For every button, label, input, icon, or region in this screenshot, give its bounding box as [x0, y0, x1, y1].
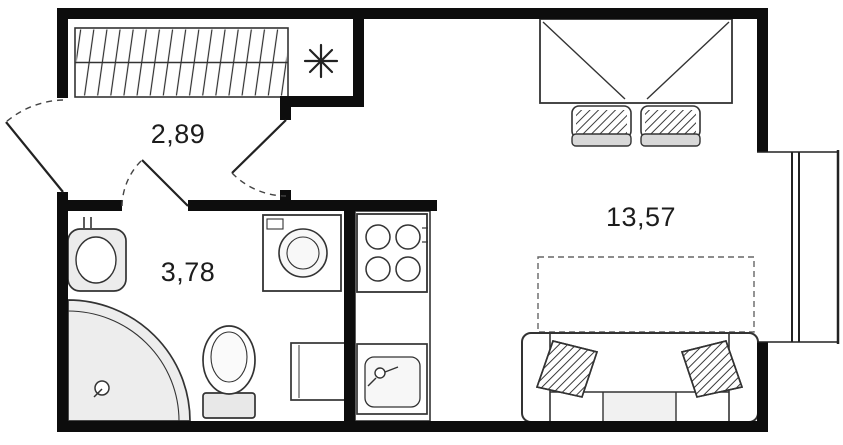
hallway-door-swing-arc — [231, 172, 287, 197]
washing-machine — [262, 214, 342, 292]
sofa-pillow-right-hatch — [680, 340, 744, 398]
shower-tray — [67, 299, 191, 422]
bathroom-door — [121, 159, 189, 207]
cabinet-body — [290, 342, 349, 401]
utility-star-icon — [303, 43, 339, 79]
sofa-middle-cushion — [603, 392, 676, 421]
dining-set — [539, 18, 733, 147]
kitchen-faucet-handle — [367, 377, 377, 387]
burner — [365, 256, 391, 282]
kitchen-counter — [354, 210, 431, 422]
walls — [57, 8, 768, 432]
shower-inner-line — [67, 310, 180, 422]
sofa-pillow-left-hatch — [535, 340, 599, 398]
table-diagonal-left — [542, 21, 626, 100]
chair — [571, 105, 632, 147]
wardrobe — [74, 27, 289, 98]
bathroom-cabinet — [290, 342, 349, 401]
wall-bathroom-right — [344, 211, 355, 421]
sink-basin — [75, 236, 117, 284]
washer-door-inner — [286, 236, 320, 270]
hallway-door-leaf — [231, 119, 287, 174]
burner — [395, 256, 421, 282]
bed-outline-dashed — [537, 256, 755, 333]
wall-bottom — [57, 421, 768, 432]
kitchen-faucet — [374, 367, 386, 379]
entrance-door-leaf — [5, 121, 64, 193]
wall-right-upper — [757, 8, 768, 152]
toilet-bowl-inner — [210, 331, 248, 383]
washer-door — [278, 228, 328, 278]
balcony-window — [757, 150, 840, 344]
bathroom-door-swing-arc — [121, 159, 143, 207]
stove — [356, 213, 428, 293]
living-kitchen-area-label: 13,57 — [606, 202, 676, 232]
wall-hall-partition-lower — [280, 190, 291, 211]
sofa — [521, 332, 759, 423]
wall-bathroom-top-right — [188, 200, 437, 211]
wall-bathroom-top-left — [68, 200, 122, 211]
wall-left-lower — [57, 192, 68, 432]
entrance-door — [5, 99, 64, 193]
corner-shower — [67, 299, 191, 422]
kitchen-faucet-spout — [384, 366, 399, 373]
bathroom-area-label: 3,78 — [161, 257, 216, 287]
hallway-area-label: 2,89 — [151, 119, 206, 149]
wall-hall-partition-upper — [280, 107, 291, 120]
burner — [395, 224, 421, 250]
wall-top — [57, 8, 768, 19]
wall-closet-bottom — [280, 96, 364, 107]
bathroom-sink — [67, 217, 127, 292]
chair — [640, 105, 701, 147]
kitchen-sink-basin — [364, 356, 421, 408]
wall-right-lower — [757, 342, 768, 432]
burner — [365, 224, 391, 250]
dining-table — [539, 18, 733, 104]
wall-left-upper — [57, 8, 68, 98]
shower-mixer — [93, 388, 103, 398]
toilet — [202, 325, 256, 419]
wall-closet-right — [353, 19, 364, 107]
entrance-door-swing-arc — [5, 99, 64, 123]
stove-body — [356, 213, 428, 293]
hallway-door — [231, 119, 287, 197]
toilet-tank — [202, 392, 256, 419]
bathroom-door-leaf — [141, 159, 189, 207]
washer-drawer — [266, 218, 284, 230]
table-diagonal-right — [646, 21, 730, 100]
kitchen-sink — [356, 343, 428, 415]
